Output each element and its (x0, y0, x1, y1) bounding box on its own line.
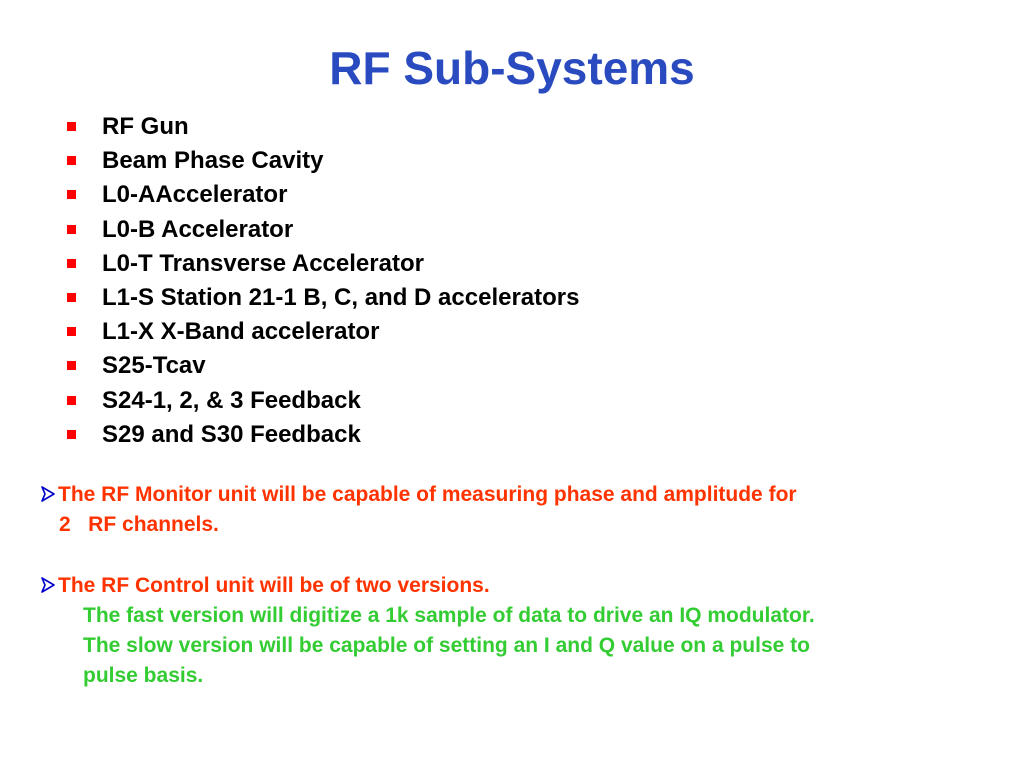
square-bullet-icon (67, 327, 76, 337)
square-bullet-icon (67, 429, 76, 439)
notes-section: The RF Monitor unit will be capable of m… (40, 480, 1000, 691)
list-item-text: L0-AAccelerator (102, 181, 288, 209)
control-detail-line: The fast version will digitize a 1k samp… (83, 604, 815, 627)
list-item-text: Beam Phase Cavity (102, 147, 324, 175)
square-bullet-icon (67, 122, 76, 131)
square-bullet-icon (67, 395, 76, 405)
control-detail-line: pulse basis. (83, 664, 204, 687)
list-item-text: L0-T Transverse Accelerator (102, 249, 424, 277)
control-note-line: The RF Control unit will be of two versi… (40, 571, 1000, 601)
list-item-text: L1-S Station 21-1 B, C, and D accelerato… (102, 283, 580, 311)
list-item-text: S25-Tcav (102, 352, 206, 380)
square-bullet-icon (67, 361, 76, 371)
square-bullet-icon (67, 190, 76, 200)
monitor-note-text: The RF Monitor unit will be capable of m… (58, 483, 797, 506)
square-bullet-icon (67, 292, 76, 302)
control-detail-line: The slow version will be capable of sett… (83, 634, 810, 657)
control-note-text: The RF Control unit will be of two versi… (58, 574, 490, 597)
list-item-text: RF Gun (102, 113, 189, 140)
list-item-text: L1-X X-Band accelerator (102, 318, 380, 346)
list-item-text: L0-B Accelerator (102, 215, 294, 243)
square-bullet-icon (67, 258, 76, 268)
spacer (40, 540, 1000, 571)
page-title: RF Sub-Systems (329, 42, 695, 94)
monitor-note-line: The RF Monitor unit will be capable of m… (40, 480, 1000, 510)
square-bullet-icon (67, 156, 76, 166)
monitor-note-continuation: 2 RF channels. (59, 513, 219, 536)
list-item-text: S29 and S30 Feedback (102, 420, 361, 448)
arrow-bullet-icon (40, 577, 58, 593)
arrow-bullet-icon (40, 486, 58, 502)
list-item-text: S24-1, 2, & 3 Feedback (102, 386, 361, 414)
square-bullet-icon (67, 224, 76, 234)
